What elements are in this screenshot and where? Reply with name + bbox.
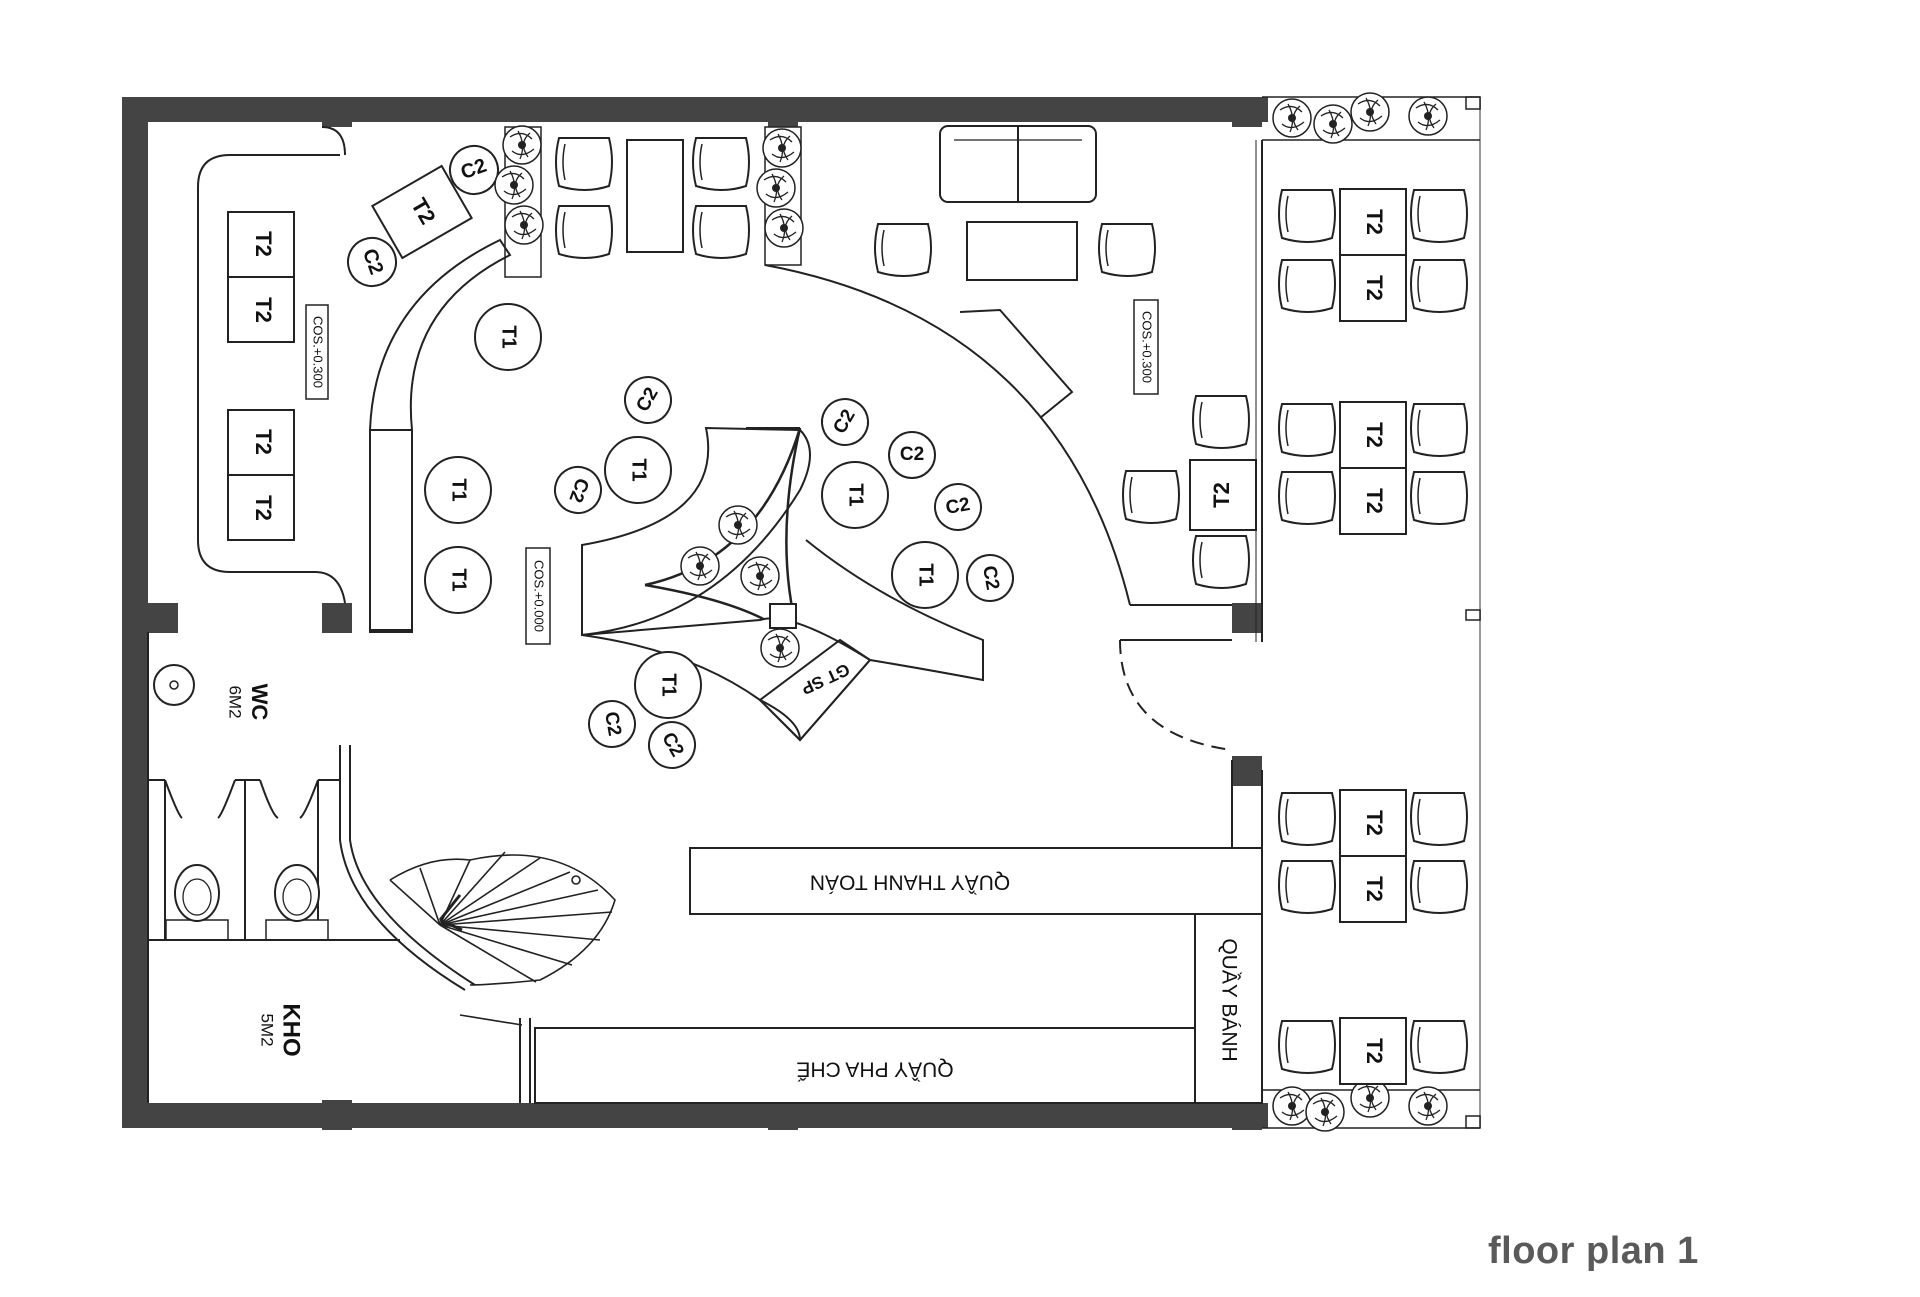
c2-label: C2 (600, 710, 625, 738)
t1-label: T1 (658, 673, 680, 696)
checkout-counter (689, 760, 1263, 915)
plant-icon (1350, 92, 1390, 132)
t2-label: T2 (1362, 1038, 1387, 1064)
chair-icon (555, 137, 613, 191)
checkout-counter-label: QUẦY THANH TOÁN (810, 870, 1010, 893)
t1-label: T1 (845, 483, 867, 506)
plant-icon (1272, 1086, 1312, 1126)
lounge-area (874, 125, 1156, 281)
chair-icon (874, 223, 932, 277)
c2-chairs: C2 C2 C2 C2 C2 C2 C2 C2 (554, 376, 1014, 769)
chair-icon (1192, 535, 1250, 589)
cos-right-text: COS.+0.300 (1140, 311, 1155, 383)
plant-icon (740, 556, 780, 596)
chair-icon (1122, 470, 1180, 524)
t2-label: T2 (1362, 810, 1387, 836)
planter-top (1272, 92, 1448, 144)
cos-center-text: COS.+0.000 (532, 560, 547, 632)
t2-label: T2 (251, 231, 276, 257)
walls (122, 96, 1481, 1130)
plant-icon (764, 208, 804, 248)
plant-icon (1313, 104, 1353, 144)
raised-floor-curve (764, 264, 1233, 751)
sofa-icon (939, 125, 1097, 203)
cos-right-label: COS.+0.300 (1133, 299, 1159, 395)
terrace-tables: T2 T2 T2 T2 T2 T2 T2 (1339, 188, 1407, 1085)
left-t2-tables: T2 T2 T2 T2 (227, 211, 295, 541)
cos-center-label: COS.+0.000 (525, 547, 551, 645)
t1-label: T1 (628, 458, 650, 481)
toilet-icon (265, 864, 329, 941)
table-t2 (227, 276, 295, 343)
chair-icon (1098, 223, 1156, 277)
left-raised-area (197, 126, 512, 633)
coffee-table (966, 221, 1078, 281)
plant-icon (502, 125, 542, 165)
t2-label: T2 (1209, 482, 1234, 508)
partition-planters (494, 125, 804, 278)
angled-table-group: T2 C2 C2 (347, 145, 499, 287)
bar-counter-label: QUẦY PHA CHẾ (796, 1057, 953, 1080)
bar-counter (534, 1027, 1196, 1104)
chair-icon (1192, 395, 1250, 449)
t2-label: T2 (1362, 209, 1387, 235)
plant-icon (504, 205, 544, 245)
plant-icon (756, 168, 796, 208)
chair-icon (692, 205, 750, 259)
plant-icon (1305, 1092, 1345, 1132)
chair-icon (555, 205, 613, 259)
t2-label: T2 (251, 495, 276, 521)
cake-counter (1194, 913, 1263, 1104)
t2-label: T2 (1362, 488, 1387, 514)
storage-room (148, 745, 531, 1103)
sink-icon (153, 664, 195, 706)
chair-icon (692, 137, 750, 191)
t2-label: T2 (1362, 275, 1387, 301)
spiral-stair-icon (389, 851, 616, 1026)
plant-icon (1272, 98, 1312, 138)
plant-icon (1408, 1086, 1448, 1126)
t1-label: T1 (915, 563, 937, 586)
top-center-dining (555, 137, 750, 259)
plant-icon (494, 165, 534, 205)
plant-icon (680, 546, 720, 586)
t2-label: T2 (1362, 422, 1387, 448)
kho-area-label: 5M2 (258, 1013, 277, 1046)
c2-label: C2 (900, 444, 924, 465)
gt-sp-counter (758, 638, 872, 742)
toilet-icon (165, 864, 229, 941)
t1-label: T1 (498, 325, 520, 348)
terrace-chairs (1278, 189, 1468, 1074)
cos-left-text: COS.+0.300 (311, 316, 326, 388)
wc-area-label: 6M2 (226, 685, 245, 718)
wc-label: WC (247, 684, 272, 721)
t2-label: T2 (1362, 876, 1387, 902)
plan-caption: floor plan 1 (1488, 1230, 1699, 1272)
cos-left-label: COS.+0.300 (305, 304, 329, 400)
kho-label: KHO (278, 1003, 305, 1056)
right-inner-dining: T2 (1122, 395, 1257, 589)
t2-label: T2 (251, 429, 276, 455)
round-tables: T1 T1 T1 T1 T1 T1 T1 (424, 303, 959, 719)
c2-label: C2 (978, 564, 1003, 592)
table-t2 (227, 211, 295, 278)
planter-bottom (1272, 1078, 1448, 1132)
table-t2 (227, 474, 295, 541)
plant-icon (760, 628, 800, 668)
rect-table (626, 139, 684, 253)
plant-icon (762, 128, 802, 168)
t1-label: T1 (448, 478, 470, 501)
t1-label: T1 (448, 568, 470, 591)
cake-counter-label: QUẦY BÁNH (1217, 938, 1240, 1061)
plant-icon (1408, 96, 1448, 136)
c2-label: C2 (944, 494, 972, 519)
t2-label: T2 (251, 297, 276, 323)
plant-icon (718, 505, 758, 545)
